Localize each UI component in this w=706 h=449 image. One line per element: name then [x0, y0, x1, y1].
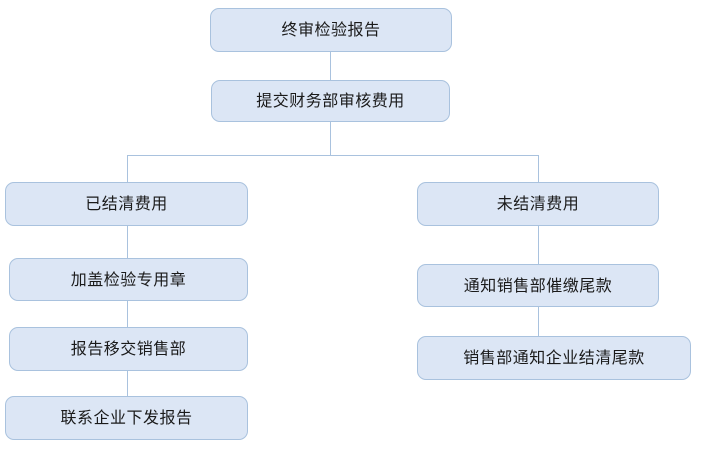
- node-final-report[interactable]: 终审检验报告: [210, 8, 452, 52]
- connector-branch-to-fees-unsettled: [538, 155, 539, 182]
- node-notify-sales-collect[interactable]: 通知销售部催缴尾款: [417, 264, 659, 307]
- node-sales-notify-enterprise[interactable]: 销售部通知企业结清尾款: [417, 336, 691, 380]
- node-submit-finance-review[interactable]: 提交财务部审核费用: [211, 80, 450, 122]
- node-stamp-inspection-seal[interactable]: 加盖检验专用章: [9, 258, 248, 301]
- connector-fees-settled-to-stamp: [127, 226, 128, 258]
- connector-submit-to-branch-stem: [330, 122, 331, 156]
- node-transfer-report-sales[interactable]: 报告移交销售部: [9, 327, 248, 371]
- connector-branch-horizontal-bar: [127, 155, 539, 156]
- connector-notify-sales-to-sales-notify: [538, 307, 539, 336]
- node-fees-settled[interactable]: 已结清费用: [5, 182, 248, 226]
- connector-branch-to-fees-settled: [127, 155, 128, 182]
- connector-stamp-to-transfer: [127, 301, 128, 327]
- connector-final-report-to-submit: [330, 52, 331, 80]
- node-contact-enterprise-issue[interactable]: 联系企业下发报告: [5, 396, 248, 440]
- node-fees-unsettled[interactable]: 未结清费用: [417, 182, 659, 226]
- connector-fees-unsettled-to-notify-sales: [538, 226, 539, 264]
- connector-transfer-to-contact: [127, 371, 128, 396]
